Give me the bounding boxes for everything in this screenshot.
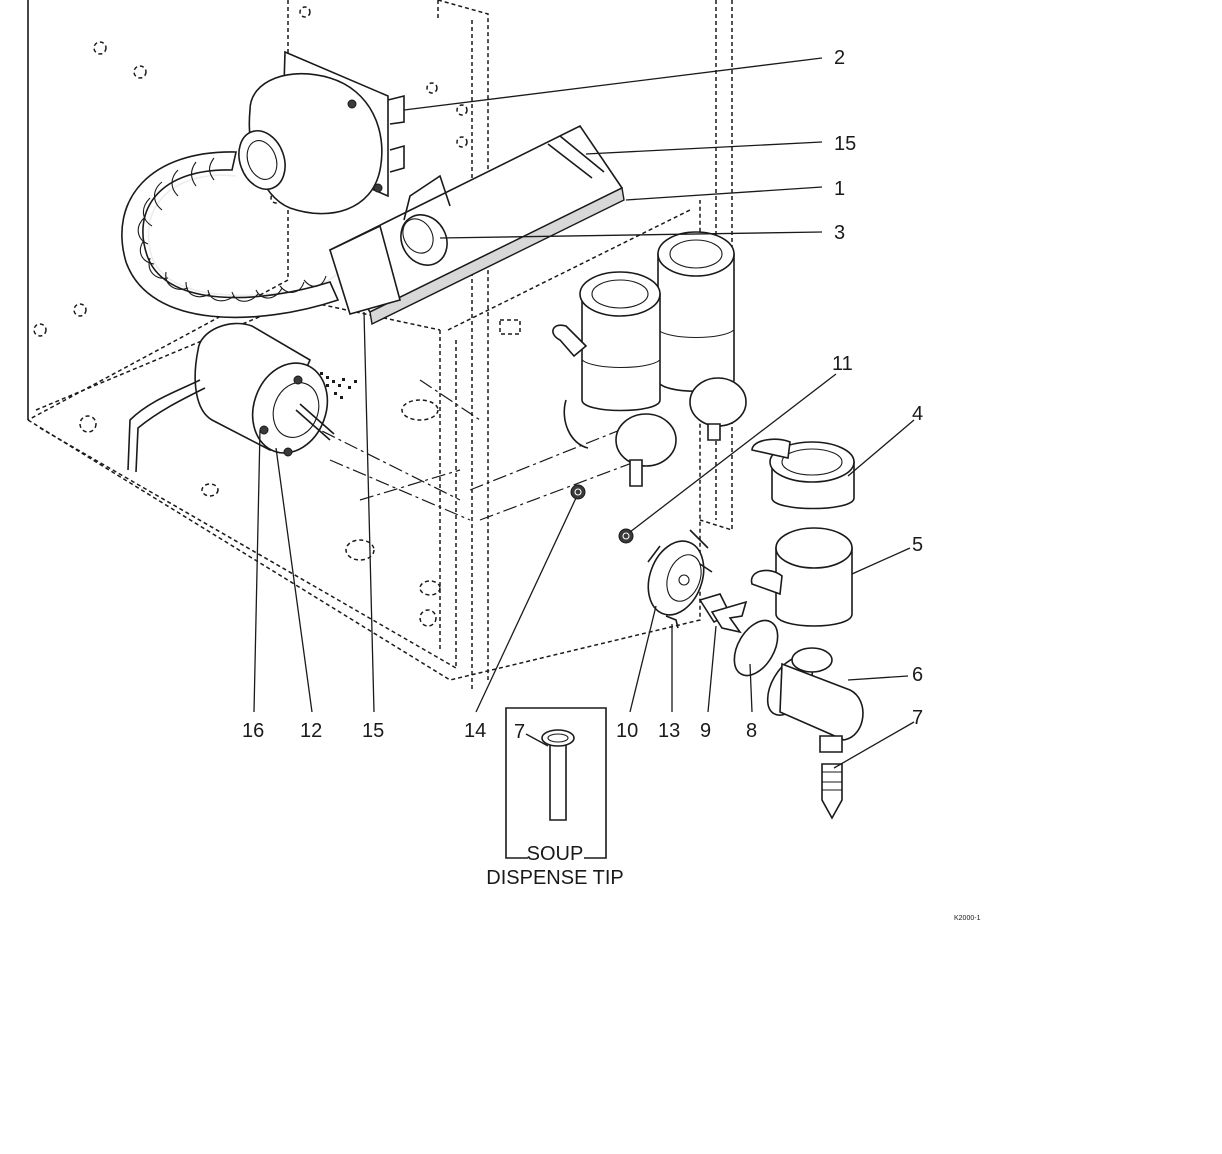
callout-14: 14 <box>464 720 486 742</box>
mixing-chute <box>328 124 625 326</box>
callout-15-lower: 15 <box>362 720 384 742</box>
callout-15-upper: 15 <box>834 133 856 155</box>
mixing-bowl-left <box>552 271 677 487</box>
blower-assembly <box>238 50 405 215</box>
leader-lines <box>253 57 915 769</box>
inset-part-number: 7 <box>514 721 525 743</box>
callout-7: 7 <box>912 707 923 729</box>
inset-caption-line2: DISPENSE TIP <box>486 867 623 889</box>
whipper-motor <box>127 322 357 473</box>
callout-13: 13 <box>658 720 680 742</box>
figure-code: K2000-1 <box>954 915 981 922</box>
callout-4: 4 <box>912 403 923 425</box>
callout-10: 10 <box>616 720 638 742</box>
soup-dispense-tip-inset: 7 SOUP DISPENSE TIP <box>486 707 624 889</box>
callout-6: 6 <box>912 664 923 686</box>
callout-2: 2 <box>834 47 845 69</box>
callout-labels: 2 15 1 3 11 4 5 6 7 16 12 15 14 10 13 9 … <box>242 47 923 742</box>
callout-12: 12 <box>300 720 322 742</box>
callout-3: 3 <box>834 222 845 244</box>
callout-11: 11 <box>832 353 853 375</box>
callout-8: 8 <box>746 720 757 742</box>
callout-5: 5 <box>912 534 923 556</box>
mixing-bowl-right <box>657 231 747 441</box>
flexible-hose <box>121 151 353 319</box>
inset-caption-line1: SOUP <box>527 843 584 865</box>
callout-16: 16 <box>242 720 264 742</box>
callout-1: 1 <box>834 178 845 200</box>
callout-9: 9 <box>700 720 711 742</box>
exploded-dispense-parts <box>570 438 864 820</box>
